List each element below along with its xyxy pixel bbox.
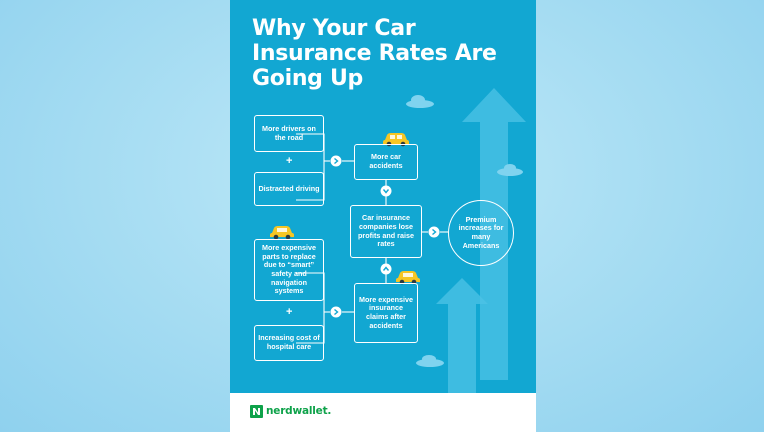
box-more-drivers: More drivers on the road xyxy=(254,115,324,152)
box-expensive-claims: More expensive insurance claims after ac… xyxy=(354,283,418,343)
box-distracted-driving: Distracted driving xyxy=(254,172,324,206)
car-icon xyxy=(270,226,294,240)
background-arrow-small xyxy=(436,278,488,393)
chevron-right-icon xyxy=(428,226,440,238)
chevron-right-icon xyxy=(330,155,342,167)
plus-sign: + xyxy=(286,306,293,318)
nerdwallet-logo-icon xyxy=(250,405,263,418)
car-icon xyxy=(383,133,409,147)
chevron-up-icon xyxy=(380,263,392,275)
box-companies-raise-rates: Car insurance companies lose profits and… xyxy=(350,205,422,258)
box-expensive-parts: More expensive parts to replace due to “… xyxy=(254,239,324,301)
connector-lines xyxy=(296,133,448,344)
cloud-icon xyxy=(497,164,523,176)
box-more-car-accidents: More car accidents xyxy=(354,144,418,180)
infographic-poster: Why Your Car Insurance Rates Are Going U… xyxy=(230,0,536,432)
plus-sign: + xyxy=(286,155,293,167)
cloud-icon xyxy=(406,95,434,108)
circle-premium-increases: Premium increases for many Americans xyxy=(448,200,514,266)
chevron-down-icon xyxy=(380,185,392,197)
brand-wordmark: nerdwallet. xyxy=(266,405,332,417)
box-hospital-care: Increasing cost of hospital care xyxy=(254,325,324,361)
infographic-title: Why Your Car Insurance Rates Are Going U… xyxy=(252,16,497,91)
footer-bar: nerdwallet. xyxy=(230,393,536,432)
cloud-icon xyxy=(416,355,444,367)
chevron-right-icon xyxy=(330,306,342,318)
